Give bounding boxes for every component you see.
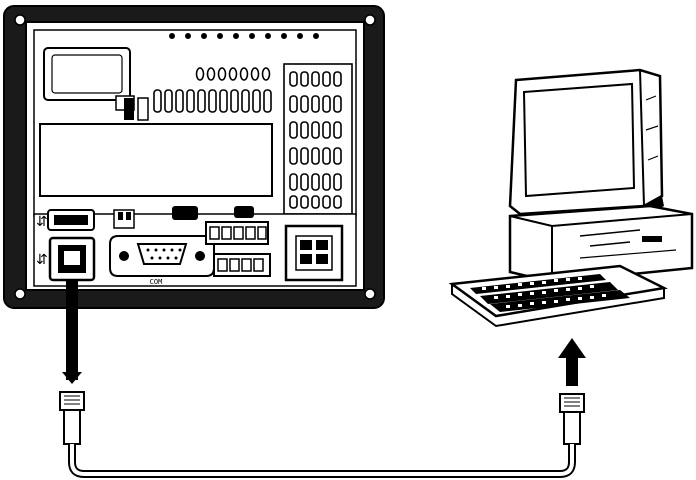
connector-block bbox=[124, 98, 134, 120]
usb-plug-left bbox=[60, 392, 84, 444]
usb-symbol-icon: ⇵ bbox=[36, 252, 48, 268]
corner-screw bbox=[15, 15, 25, 25]
hmi-unit: ⇵ ⇵ COM bbox=[4, 6, 384, 308]
corner-screw bbox=[365, 289, 375, 299]
battery-cover-inner bbox=[52, 55, 122, 93]
usb-symbol-icon: ⇵ bbox=[36, 214, 48, 230]
com-port-label: COM bbox=[150, 278, 163, 286]
power-connector bbox=[286, 226, 342, 280]
corner-screw bbox=[365, 15, 375, 25]
arrow-up-icon bbox=[558, 338, 586, 358]
computer-monitor bbox=[510, 70, 664, 216]
dip-switch bbox=[114, 210, 134, 228]
cable-down-segment bbox=[66, 280, 78, 380]
personal-computer bbox=[452, 70, 692, 326]
terminal-block-bottom bbox=[214, 254, 270, 276]
cable-up-segment bbox=[566, 356, 578, 386]
corner-screw bbox=[15, 289, 25, 299]
vent-slots-row-2 bbox=[154, 90, 271, 112]
connector-block bbox=[138, 98, 148, 120]
terminal-block-top bbox=[206, 222, 268, 244]
cable-loop bbox=[72, 444, 572, 474]
usb-plug-right bbox=[560, 394, 584, 444]
computer-keyboard bbox=[452, 266, 664, 326]
label-plate bbox=[40, 124, 272, 196]
arrow-down-icon bbox=[62, 372, 82, 384]
